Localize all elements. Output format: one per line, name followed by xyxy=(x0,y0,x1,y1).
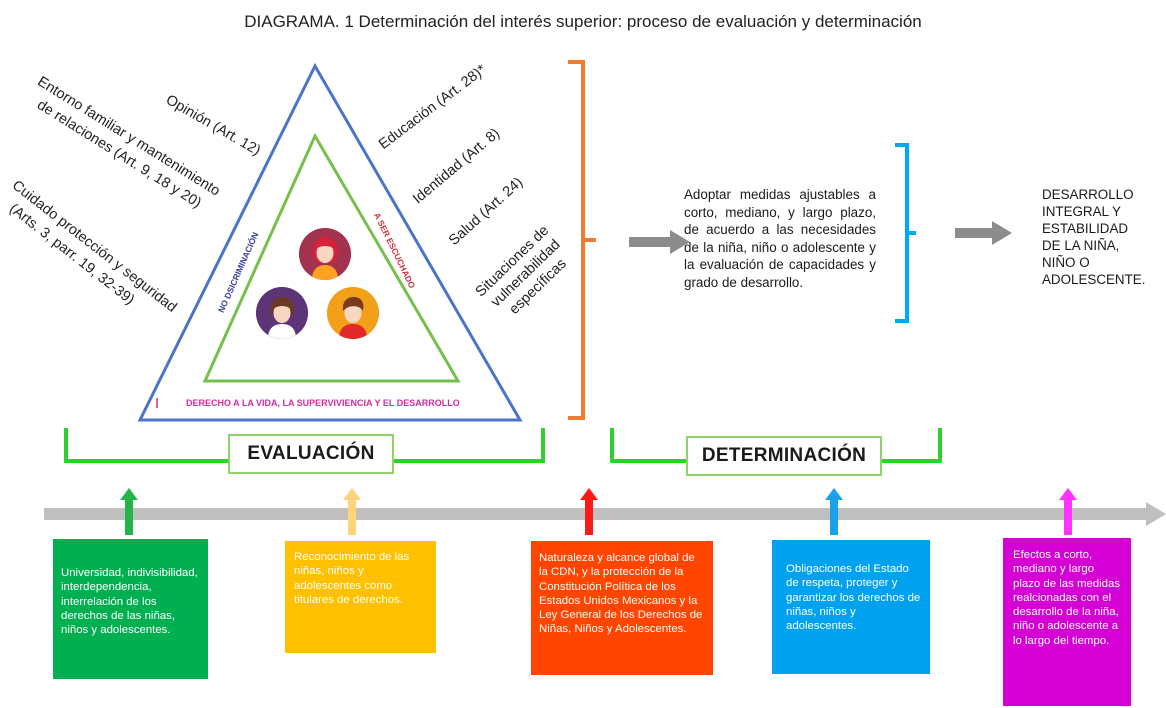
diagram-title: DIAGRAMA. 1 Determinación del interés su… xyxy=(244,12,922,31)
box-effects: Efectos a corto, mediano y largo plazo d… xyxy=(1003,538,1131,706)
inner-triangle xyxy=(202,132,461,383)
boy-avatar-icon xyxy=(327,287,379,339)
box-nature-cdn: Naturaleza y alcance global de la CDN, y… xyxy=(531,541,713,675)
box-nature-cdn-text: Naturaleza y alcance global de la CDN, y… xyxy=(539,552,703,636)
label-derecho-vida: DERECHO A LA VIDA, LA SUPERVIVIENCIA Y E… xyxy=(186,398,460,408)
timeline-bar xyxy=(44,508,1150,520)
arrow-up-icon xyxy=(120,488,138,535)
outer-triangle xyxy=(137,62,523,422)
determination-label: DETERMINACIÓN xyxy=(686,436,882,476)
arrow-right-icon xyxy=(955,221,1012,245)
box-state-obligations: Obligaciones del Estado de respeta, prot… xyxy=(772,540,930,674)
woman-avatar-icon xyxy=(256,287,308,339)
evaluation-label: EVALUACIÓN xyxy=(228,434,394,474)
box-universality-text: Universidad, indivisibilidad, interdepen… xyxy=(61,567,198,637)
box-universality: Universidad, indivisibilidad, interdepen… xyxy=(53,539,208,679)
cyan-bracket xyxy=(895,143,916,323)
girl-avatar-icon xyxy=(299,228,351,280)
arrow-up-icon xyxy=(343,488,361,535)
box-recognition-text: Reconocimiento de las niñas, niños y ado… xyxy=(294,551,410,606)
arrow-up-icon xyxy=(1059,488,1077,535)
arrow-up-icon xyxy=(825,488,843,535)
box-effects-text: Efectos a corto, mediano y largo plazo d… xyxy=(1013,549,1121,647)
outcome-text: DESARROLLO INTEGRAL Y ESTABILIDAD DE LA … xyxy=(1042,187,1146,287)
arrow-right-icon xyxy=(629,230,690,254)
measures-text: Adoptar medidas ajustables a corto, medi… xyxy=(684,187,876,290)
orange-bracket xyxy=(568,60,596,420)
timeline-arrowhead xyxy=(1146,502,1166,526)
box-recognition: Reconocimiento de las niñas, niños y ado… xyxy=(285,541,436,653)
box-state-obligations-text: Obligaciones del Estado de respeta, prot… xyxy=(786,563,921,633)
arrow-up-icon xyxy=(580,488,598,535)
